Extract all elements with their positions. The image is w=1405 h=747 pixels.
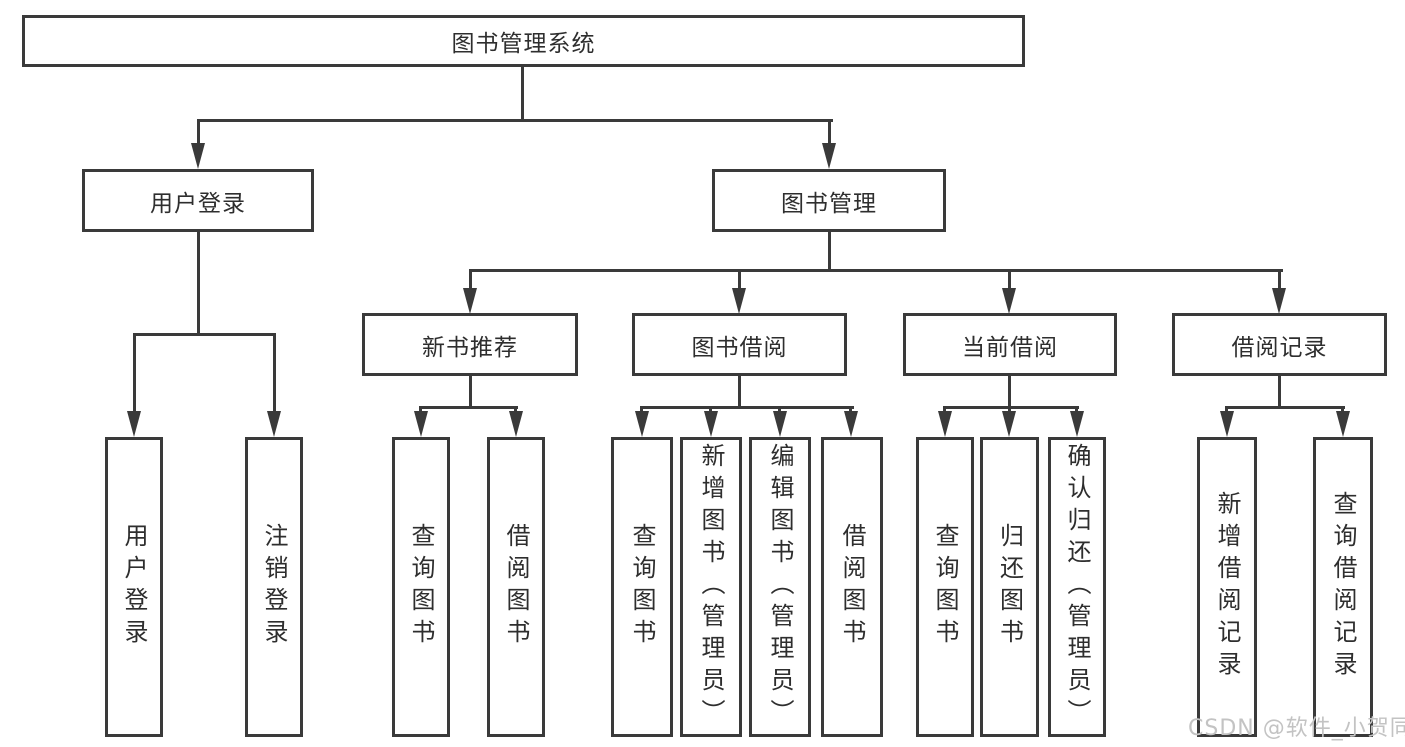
connector-user-login-stem — [197, 231, 200, 336]
connector-level2-bar — [197, 119, 833, 122]
node-borrowing-records: 借阅记录 — [1172, 313, 1387, 376]
node-leaf-borrow-books: 借阅图书 — [821, 437, 883, 737]
connector-drop — [943, 406, 946, 415]
connector-user-login-bar — [133, 333, 276, 336]
connector-records-bar — [1225, 406, 1345, 409]
node-label: 当前借阅 — [962, 334, 1058, 361]
node-label: 借阅记录 — [1231, 334, 1328, 361]
connector-records-stem — [1278, 374, 1281, 409]
connector-level3-drop-1 — [469, 269, 472, 289]
arrow-down-icon — [1220, 411, 1234, 437]
node-leaf-borrow-books: 借阅图书 — [487, 437, 545, 737]
arrow-down-icon — [1002, 411, 1016, 437]
connector-drop — [514, 406, 517, 415]
node-label: 图书借阅 — [691, 334, 788, 361]
node-label: 新书推荐 — [422, 334, 518, 361]
node-label: 借阅图书 — [502, 523, 530, 651]
connector-drop — [778, 406, 781, 415]
node-label: 编辑图书（管理员） — [766, 443, 794, 731]
connector-drop — [1075, 406, 1078, 415]
node-label: 用户登录 — [150, 190, 246, 217]
connector-level2-drop-right — [828, 119, 831, 145]
connector-new-book-stem — [469, 374, 472, 409]
node-leaf-user-login: 用户登录 — [105, 437, 163, 737]
arrow-down-icon — [1002, 288, 1016, 314]
node-label: 查询图书 — [628, 523, 656, 651]
arrow-down-icon — [267, 411, 281, 437]
node-leaf-add-books-admin: 新增图书（管理员） — [680, 437, 742, 737]
node-label: 新增借阅记录 — [1213, 491, 1241, 683]
node-user-login: 用户登录 — [82, 169, 314, 232]
node-leaf-query-books: 查询图书 — [916, 437, 974, 737]
node-label: 借阅图书 — [838, 523, 866, 651]
arrow-down-icon — [635, 411, 649, 437]
connector-drop — [640, 406, 643, 415]
node-label: 图书管理 — [781, 190, 877, 217]
node-new-book-recommend: 新书推荐 — [362, 313, 578, 376]
node-label: 注销登录 — [260, 523, 288, 651]
node-leaf-confirm-return-admin: 确认归还（管理员） — [1048, 437, 1106, 737]
connector-user-login-drop-1 — [133, 333, 136, 413]
arrow-down-icon — [822, 143, 836, 169]
node-leaf-edit-books-admin: 编辑图书（管理员） — [749, 437, 811, 737]
node-label: 查询借阅记录 — [1329, 491, 1357, 683]
node-library-management-system: 图书管理系统 — [22, 15, 1025, 67]
connector-level3-bar — [469, 269, 1283, 272]
csdn-watermark: CSDN @软件_小贺同学 — [1188, 716, 1405, 741]
connector-book-management-stem — [828, 231, 831, 272]
arrow-down-icon — [938, 411, 952, 437]
node-leaf-return-books: 归还图书 — [980, 437, 1039, 737]
node-label: 新增图书（管理员） — [697, 443, 725, 731]
connector-drop — [1008, 406, 1011, 415]
connector-level3-drop-2 — [738, 269, 741, 289]
node-current-borrowing: 当前借阅 — [903, 313, 1117, 376]
connector-level2-drop-left — [197, 119, 200, 145]
node-label: 确认归还（管理员） — [1063, 443, 1091, 731]
connector-drop — [1341, 406, 1344, 415]
connector-new-book-bar — [419, 406, 518, 409]
arrow-down-icon — [773, 411, 787, 437]
node-label: 用户登录 — [120, 523, 148, 651]
node-label: 图书管理系统 — [451, 31, 596, 57]
node-book-management: 图书管理 — [712, 169, 946, 232]
connector-current-borrow-stem — [1008, 374, 1011, 409]
node-leaf-query-borrow-record: 查询借阅记录 — [1313, 437, 1373, 737]
connector-drop — [849, 406, 852, 415]
connector-level3-drop-3 — [1008, 269, 1011, 289]
arrow-down-icon — [414, 411, 428, 437]
arrow-down-icon — [844, 411, 858, 437]
connector-book-borrow-stem — [738, 374, 741, 409]
arrow-down-icon — [1070, 411, 1084, 437]
arrow-down-icon — [1272, 288, 1286, 314]
node-leaf-add-borrow-record: 新增借阅记录 — [1197, 437, 1257, 737]
node-leaf-query-books: 查询图书 — [611, 437, 673, 737]
connector-root-stem — [521, 66, 524, 121]
node-label: 查询图书 — [407, 523, 435, 651]
arrow-down-icon — [704, 411, 718, 437]
node-leaf-query-books: 查询图书 — [392, 437, 450, 737]
connector-user-login-drop-2 — [273, 333, 276, 413]
arrow-down-icon — [1336, 411, 1350, 437]
arrow-down-icon — [191, 143, 205, 169]
node-book-borrowing: 图书借阅 — [632, 313, 847, 376]
arrow-down-icon — [127, 411, 141, 437]
arrow-down-icon — [463, 288, 477, 314]
connector-drop — [419, 406, 422, 415]
connector-drop — [709, 406, 712, 415]
connector-drop — [1225, 406, 1228, 415]
node-leaf-logout: 注销登录 — [245, 437, 303, 737]
connector-book-borrow-bar — [640, 406, 854, 409]
arrow-down-icon — [509, 411, 523, 437]
node-label: 查询图书 — [931, 523, 959, 651]
arrow-down-icon — [732, 288, 746, 314]
connector-level3-drop-4 — [1278, 269, 1281, 289]
connector-current-borrow-bar — [943, 406, 1079, 409]
node-label: 归还图书 — [995, 523, 1024, 651]
